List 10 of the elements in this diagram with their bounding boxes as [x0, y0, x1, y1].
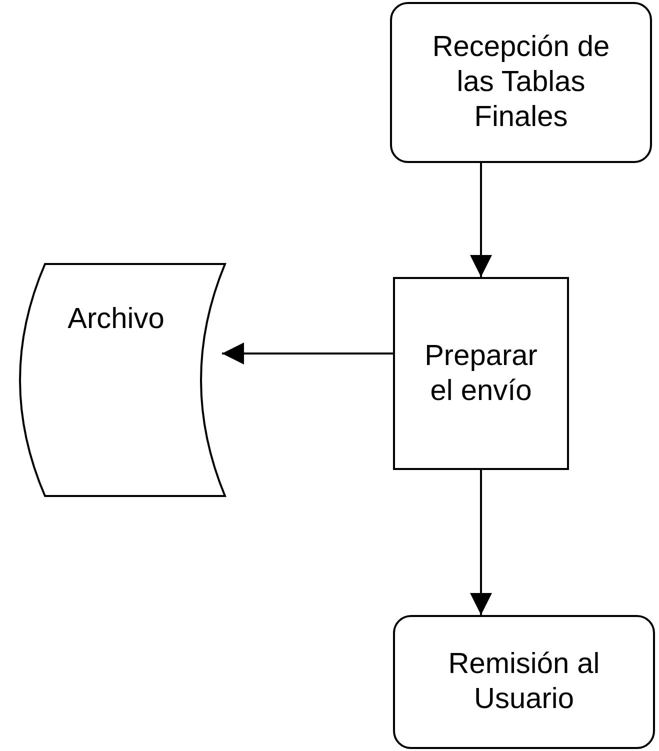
node-label: Recepción de las Tablas Finales: [431, 30, 611, 135]
arrow: [470, 163, 492, 277]
node-label: Archivo: [68, 302, 164, 337]
process-box: [393, 277, 569, 470]
process-box: [390, 2, 652, 163]
arrow: [222, 342, 393, 364]
arrow: [470, 470, 492, 615]
process-box: [393, 615, 655, 749]
node-label: Preparar el envío: [424, 338, 538, 408]
node-label: Remisión al Usuario: [447, 647, 601, 717]
